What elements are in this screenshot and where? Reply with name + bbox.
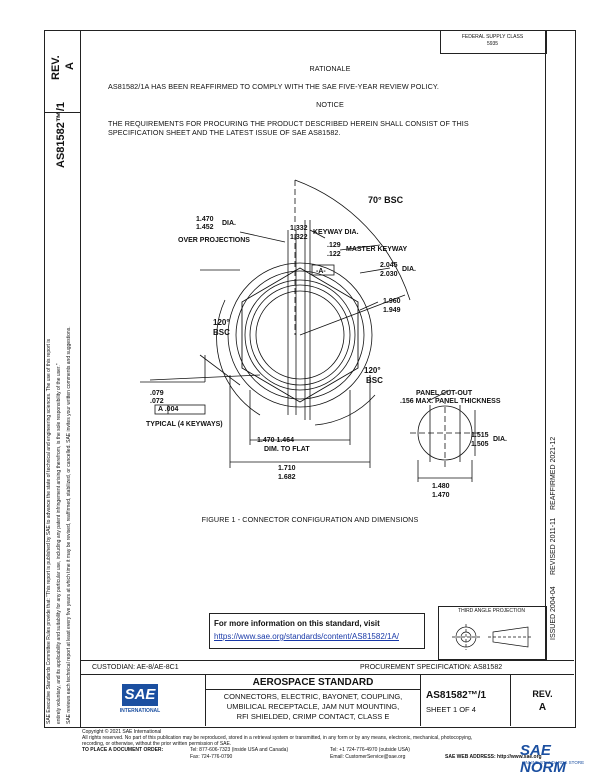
fcf-label: A .004 [158, 406, 179, 413]
tb-col-3 [510, 674, 511, 726]
figure-caption: FIGURE 1 - CONNECTOR CONFIGURATION AND D… [201, 515, 419, 524]
arc-70 [294, 179, 411, 301]
angle-left-label-2: BSC [213, 328, 230, 337]
procurement: PROCUREMENT SPECIFICATION: AS81582 [360, 664, 503, 671]
info-box-title: For more information on this standard, v… [214, 619, 380, 628]
side-doc-number: AS81582™/1 [55, 101, 67, 168]
dia3-b: 1.949 [383, 307, 401, 314]
panel-dia-unit: DIA. [493, 436, 507, 443]
dia2-unit: DIA. [402, 266, 416, 273]
panel-flat-b: 1.470 [432, 492, 450, 499]
side-legal-2: entirely voluntary, and its applicabilit… [56, 363, 62, 724]
footer-fax: Fax: 724-776-0790 [190, 754, 233, 760]
corner-line-2: 5935 [486, 41, 499, 47]
panel-flat-a: 1.480 [432, 483, 450, 490]
dia1-a: 1.470 [196, 216, 214, 223]
info-box [209, 613, 425, 649]
side-legal-3: SAE reviews each technical report at lea… [66, 326, 72, 724]
title-block-top [80, 660, 574, 661]
std-title-line [206, 689, 420, 690]
sae-logo-sub: INTERNATIONAL [119, 708, 161, 714]
title-block-divider [80, 674, 574, 675]
tb-col-2 [420, 674, 421, 726]
keyway-a: 1.332 [290, 225, 308, 232]
notice-title: NOTICE [316, 100, 344, 109]
sae-logo: SAE [122, 684, 158, 706]
projection-label: THIRD ANGLE PROJECTION [458, 608, 525, 614]
flat-dims: 1.470 1.464 [257, 437, 294, 444]
dia2-b: 2.030 [380, 271, 398, 278]
keyway-label: KEYWAY DIA. [313, 229, 359, 236]
dia1-unit: DIA. [222, 220, 236, 227]
master-a: .129 [327, 242, 341, 249]
footer-email: Email: CustomerService@sae.org [330, 754, 406, 760]
rev-value: A [538, 702, 547, 713]
sheet-number: SHEET 1 OF 4 [426, 705, 476, 714]
notice-text-2: SPECIFICATION SHEET AND THE LATEST ISSUE… [108, 128, 341, 137]
panel-cutout-circle [417, 405, 473, 461]
keyway-b: 1.322 [290, 234, 308, 241]
angle-right-label-2: BSC [366, 376, 383, 385]
custodian: CUSTODIAN: AE-8/AE-8C1 [92, 664, 179, 671]
dia3-a: 1.960 [383, 298, 401, 305]
doc-number: AS81582™/1 [426, 690, 487, 701]
rev-label: REV. [532, 689, 553, 699]
side-legal-1: SAE Executive Standards Committee Rules … [46, 339, 52, 724]
side-rev-label: REV. [50, 55, 62, 80]
desc-line-2: UMBILICAL RECEPTACLE, JAM NUT MOUNTING, [226, 702, 400, 711]
panel-sub: .156 MAX. PANEL THICKNESS [400, 398, 501, 405]
corner-box [440, 30, 547, 54]
desc-line-3: RFI SHIELDED, CRIMP CONTACT, CLASS E [236, 712, 390, 721]
panel-title: PANEL CUT-OUT [416, 390, 473, 397]
angle-left-label-1: 120° [213, 318, 230, 327]
corner-line-1: FEDERAL SUPPLY CLASS [461, 34, 524, 40]
hex-circle [235, 270, 365, 400]
side-divider [44, 112, 80, 113]
issued-date: ISSUED 2004-04 [550, 586, 557, 640]
flat-label: DIM. TO FLAT [264, 446, 310, 453]
flat2-a: 1.710 [278, 465, 296, 472]
side-rev-value: A [64, 62, 76, 70]
notice-text-1: THE REQUIREMENTS FOR PROCURING THE PRODU… [108, 119, 469, 128]
page-frame [80, 30, 576, 728]
panel-dia-a: 1.515 [471, 432, 489, 439]
key-b: .072 [150, 398, 164, 405]
dia1-b: 1.452 [196, 224, 214, 231]
typical-label: TYPICAL (4 KEYWAYS) [146, 421, 223, 428]
projection-box [438, 606, 547, 660]
master-label: MASTER KEYWAY [346, 246, 408, 253]
rationale-title: RATIONALE [309, 64, 351, 73]
footer-tel2: Tel: +1 724-776-4970 (outside USA) [330, 747, 410, 753]
std-title: AEROSPACE STANDARD [252, 677, 374, 688]
dia2-a: 2.045 [380, 262, 398, 269]
projection-symbol [452, 624, 533, 650]
side-column [44, 30, 81, 728]
angle-right-label-1: 120° [364, 366, 381, 375]
connector-drawing [140, 179, 480, 482]
angle-top-label: 70° BSC [368, 195, 404, 205]
outer-circle [227, 262, 373, 408]
master-b: .122 [327, 251, 341, 258]
footer-copyright: Copyright © 2021 SAE International [82, 729, 162, 735]
footer-rights: All rights reserved. No part of this pub… [82, 735, 473, 741]
footer-order-label: TO PLACE A DOCUMENT ORDER: [82, 747, 164, 753]
datum-label: -A- [316, 268, 326, 275]
issue-column-divider [545, 30, 546, 660]
flat2-b: 1.682 [278, 474, 296, 481]
footer-tel1: Tel: 877-606-7323 (inside USA and Canada… [190, 747, 289, 753]
info-box-link[interactable]: https://www.sae.org/standards/content/AS… [214, 632, 399, 641]
panel-dia-b: 1.505 [471, 441, 489, 448]
revised-date: REVISED 2011-11 [550, 517, 557, 575]
rationale-text: AS81582/1A HAS BEEN REAFFIRMED TO COMPLY… [108, 82, 439, 91]
key-a: .079 [150, 390, 164, 397]
watermark-text: SAE NORM [520, 742, 566, 776]
tb-col-1 [205, 674, 206, 726]
footer-rights-2: recording, or otherwise, without the pri… [82, 741, 232, 747]
over-projections-label: OVER PROJECTIONS [178, 237, 250, 244]
watermark-sub: ONLINE STANDARDS STORE [522, 760, 585, 765]
desc-line-1: CONNECTORS, ELECTRIC, BAYONET, COUPLING, [223, 692, 403, 701]
footer-web: SAE WEB ADDRESS: http://www.sae.org [445, 754, 542, 760]
reaffirmed-date: REAFFIRMED 2021-12 [550, 436, 557, 510]
